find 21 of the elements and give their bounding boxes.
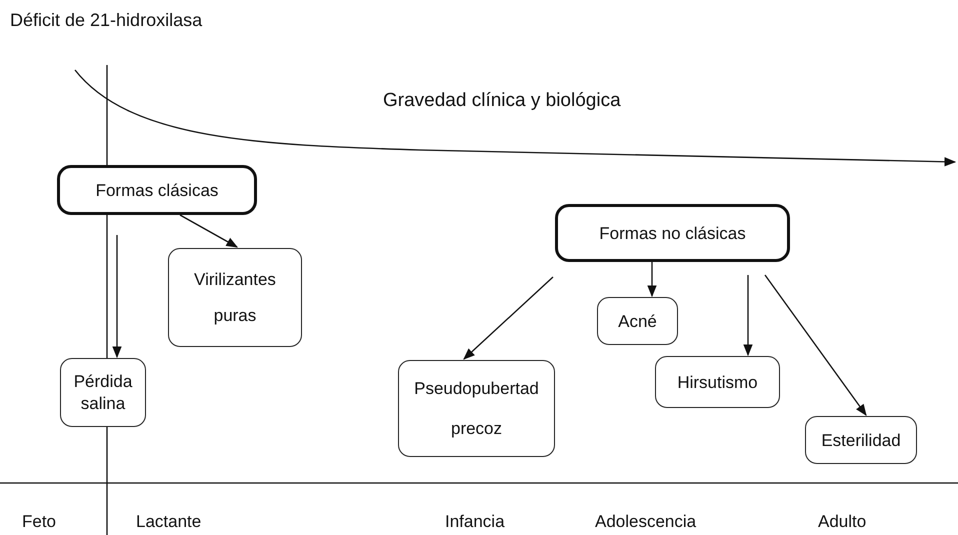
condition-box: Pseudopubertad precoz [398, 360, 555, 457]
arrow [463, 276, 554, 360]
condition-box: Acné [597, 297, 678, 345]
stage-label: Adulto [818, 512, 866, 532]
category-box: Formas clásicas [57, 165, 257, 215]
condition-box: Virilizantes puras [168, 248, 302, 347]
arrow [112, 235, 122, 358]
arrow [764, 274, 867, 416]
stage-label: Adolescencia [595, 512, 696, 532]
stage-label: Infancia [445, 512, 505, 532]
axis-label: Gravedad clínica y biológica [383, 90, 621, 112]
arrow [743, 275, 753, 356]
arrow [647, 262, 657, 298]
stage-label: Lactante [136, 512, 202, 532]
condition-box: Pérdida salina [60, 358, 146, 427]
category-box: Formas no clásicas [555, 204, 790, 262]
condition-box: Hirsutismo [655, 356, 780, 408]
arrow [180, 214, 238, 248]
stage-label: Feto [22, 512, 56, 532]
condition-box: Esterilidad [805, 416, 917, 464]
title: Déficit de 21-hidroxilasa [10, 10, 202, 31]
